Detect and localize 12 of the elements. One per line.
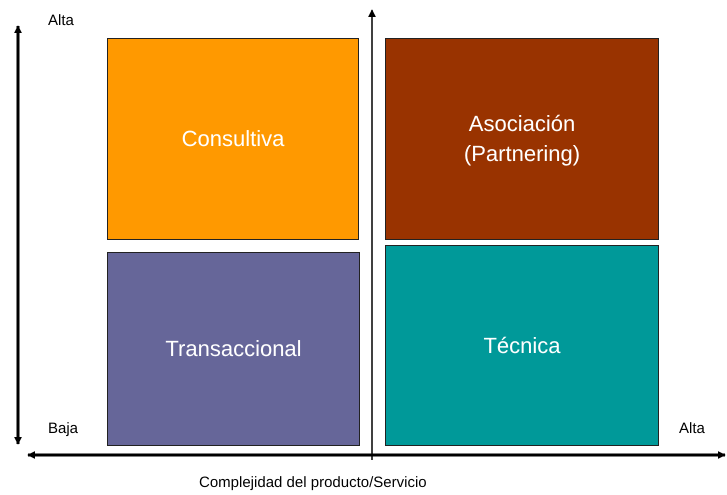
quadrant-label: Transaccional: [165, 335, 302, 364]
axis-label: Alta: [679, 420, 705, 437]
axis-label: Alta: [48, 12, 74, 29]
quadrant-box: [385, 38, 659, 240]
quadrant-box: [385, 245, 659, 446]
quadrant-label: Consultiva: [182, 125, 284, 154]
quadrant-box: [107, 252, 360, 446]
quadrant-label: Técnica: [483, 332, 561, 360]
axis-label: Baja: [48, 420, 78, 437]
quadrant-box: [107, 38, 359, 240]
axis-title: Complejidad del producto/Servicio: [199, 474, 427, 491]
quadrant-label: Asociación (Partnering): [462, 110, 582, 168]
